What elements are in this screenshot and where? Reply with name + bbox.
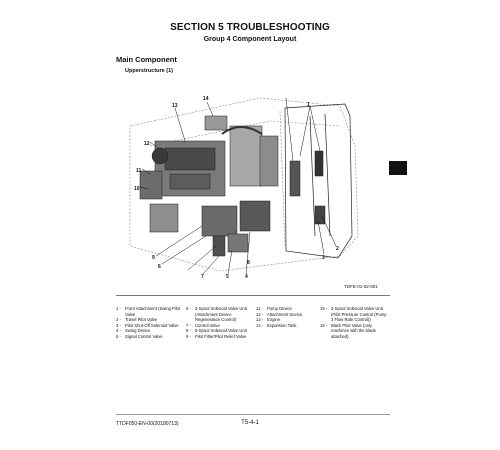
document-code: TTDF050-EN-00(20180713)	[116, 421, 179, 427]
legend-column-4: 15 -2-Spool Solenoid Valve Unit (Pilot P…	[320, 306, 390, 340]
legend-text: Pilot Shut-Off Solenoid Valve	[125, 322, 179, 328]
callout-11: 11	[136, 168, 142, 174]
legend-number: 2 -	[116, 317, 121, 323]
group-title: Group 4 Component Layout	[203, 36, 297, 43]
legend-text: Swing Device	[125, 328, 151, 334]
figure-code: TDFE-01-02-001	[344, 284, 378, 289]
callout-14: 14	[203, 96, 209, 102]
legend-text: 2-Spool Solenoid Valve Unit (Pilot Press…	[331, 306, 387, 323]
cab-frame	[284, 103, 353, 259]
legend-item: 4 - Swing Device	[116, 328, 186, 334]
legend-text: Pilot Filter/Pilot Relief Valve	[195, 333, 247, 339]
legend-number: 1 -	[116, 306, 121, 311]
legend-item: 15 -2-Spool Solenoid Valve Unit (Pilot P…	[320, 306, 390, 323]
divider	[116, 295, 390, 296]
callout-numbers: 1 2 3 4 5 6 7 8 9 10 11 12 13 14	[134, 96, 339, 280]
legend-text: Pump Device	[267, 306, 292, 311]
legend-column-1: 1 - Front Attachment (Swing Pilot Valve 2…	[116, 306, 186, 340]
callout-10: 10	[134, 186, 140, 192]
legend-item: 16 -Black Pilot Valve (only machines wit…	[320, 323, 390, 340]
main-heading: Main Component	[116, 55, 177, 64]
legend-item: 14 -Expansion Tank	[256, 323, 326, 329]
legend-item: 7 - Control Valve	[186, 323, 256, 329]
legend-text: Travel Pilot Valve	[125, 317, 158, 323]
legend-number: 13 -	[256, 317, 264, 323]
leader-lines	[139, 97, 337, 275]
legend-column-3: 11 - Pump Device 12 -Attachment Device 13…	[256, 306, 326, 328]
sub-heading: Upperstructure (1)	[125, 68, 173, 74]
callout-5: 5	[226, 274, 229, 280]
legend-number: 14 -	[256, 322, 264, 328]
legend-number: 5 -	[116, 333, 121, 339]
legend-item: 2 - Travel Pilot Valve	[116, 317, 186, 323]
callout-8: 8	[247, 260, 250, 266]
legend-item: 3 - Pilot Shut-Off Solenoid Valve	[116, 323, 186, 329]
legend-number: 8 -	[186, 328, 191, 334]
callout-1: 1	[307, 102, 310, 108]
component-layout-figure: 1 2 3 4 5 6 7 8 9 10 11 12 13 14	[129, 96, 359, 280]
legend-text: Control Valve	[195, 322, 220, 328]
legend-number: 6 -	[186, 306, 191, 311]
hydraulic-components	[149, 150, 326, 257]
cab-outline	[129, 97, 359, 272]
legend-number: 9 -	[186, 333, 191, 339]
legend-item: 12 -Attachment Device	[256, 312, 326, 318]
legend-item: 13 -Engine	[256, 317, 326, 323]
legend-item: 6 - 2-Spool Solenoid Valve Unit (Attachme…	[186, 306, 256, 323]
legend-text: Signal Control Valve	[125, 333, 163, 339]
legend-item: 5 - Signal Control Valve	[116, 334, 186, 340]
callout-13: 13	[172, 103, 178, 109]
legend-text: 2-Spool Solenoid Valve Unit (Attachment …	[195, 306, 247, 323]
page-number: T5-4-1	[241, 420, 259, 426]
callout-4: 4	[245, 274, 248, 280]
legend-number: 3 -	[116, 322, 121, 328]
legend-number: 11 -	[256, 306, 263, 311]
legend-item: 9 - Pilot Filter/Pilot Relief Valve	[186, 334, 256, 340]
callout-3: 3	[322, 255, 325, 261]
legend-text: Front Attachment (Swing Pilot Valve	[125, 306, 181, 317]
callout-6: 6	[158, 264, 161, 270]
legend-item: 8 - 5-Spool Solenoid Valve Unit	[186, 328, 256, 334]
callout-2: 2	[336, 246, 339, 252]
legend-item: 1 - Front Attachment (Swing Pilot Valve	[116, 306, 186, 317]
legend-number: 7 -	[186, 322, 191, 328]
legend-text: Engine	[267, 317, 281, 323]
legend-text: Expansion Tank	[267, 322, 297, 328]
legend-number: 12 -	[256, 311, 264, 317]
footer-divider	[116, 414, 390, 415]
legend-text: 5-Spool Solenoid Valve Unit	[195, 328, 247, 334]
legend-number: 4 -	[116, 328, 121, 334]
legend-item: 11 - Pump Device	[256, 306, 326, 312]
section-title: SECTION 5 TROUBLESHOOTING	[170, 22, 330, 33]
section-tab-marker	[389, 161, 407, 175]
legend-text: Black Pilot Valve (only machines with th…	[331, 322, 376, 339]
legend-text: Attachment Device	[267, 311, 303, 317]
engine-assembly	[139, 115, 279, 200]
callout-9: 9	[152, 255, 155, 261]
legend-column-2: 6 - 2-Spool Solenoid Valve Unit (Attachme…	[186, 306, 256, 340]
legend-number: 16 -	[320, 322, 328, 328]
callout-12: 12	[144, 141, 150, 147]
callout-7: 7	[201, 274, 204, 280]
legend-number: 15 -	[320, 306, 328, 311]
